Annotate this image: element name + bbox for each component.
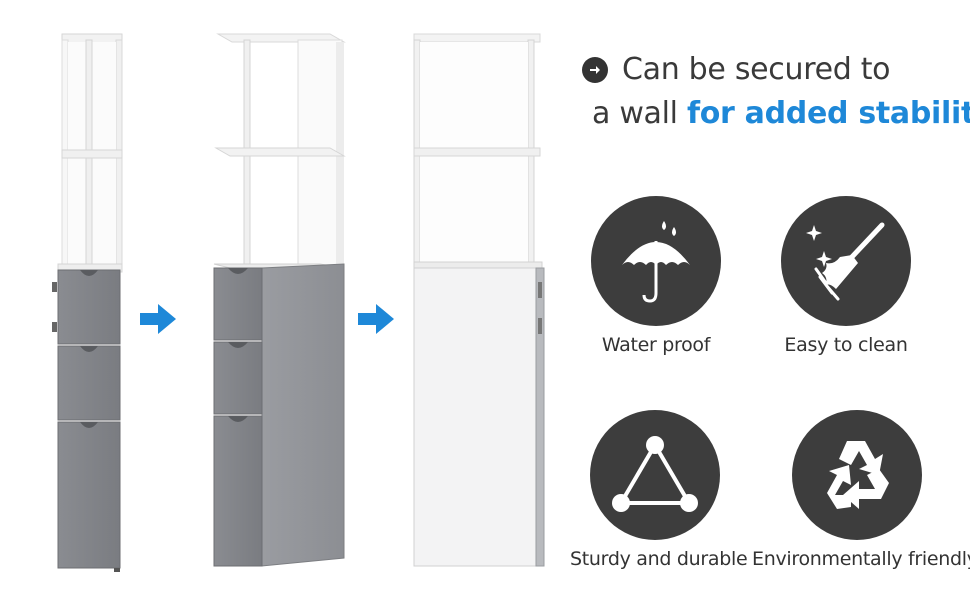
cabinet-side-view — [413, 33, 545, 567]
feature-label: Sturdy and durable — [570, 548, 748, 570]
feature-label: Environmentally friendly — [752, 548, 970, 570]
headline-line-2-plain: a wall — [592, 96, 687, 131]
arrow-circle-icon — [582, 57, 608, 83]
triangle-nodes-icon — [612, 436, 698, 512]
feature-water-proof: Water proof — [576, 196, 736, 356]
headline-line-1: Can be secured to — [622, 52, 891, 87]
cabinet-front-view — [52, 33, 123, 572]
cabinet-angle-view — [213, 33, 346, 567]
arrow-right-icon — [140, 304, 176, 334]
broom-sparkle-icon — [806, 222, 885, 301]
headline-line-2-accent: for added stability — [686, 96, 970, 131]
feature-sturdy-and-durable: Sturdy and durable — [570, 410, 748, 570]
arrow-right-icon — [358, 304, 394, 334]
recycle-icon — [827, 441, 889, 509]
headline: Can be secured to a wall for added stabi… — [578, 48, 970, 136]
feature-environmentally-friendly: Environmentally friendly — [752, 410, 970, 570]
feature-label: Easy to clean — [784, 334, 908, 356]
umbrella-rain-icon — [622, 221, 690, 303]
feature-easy-to-clean: Easy to clean — [766, 196, 926, 356]
feature-label: Water proof — [601, 334, 711, 356]
cabinet-illustrations — [52, 33, 545, 572]
